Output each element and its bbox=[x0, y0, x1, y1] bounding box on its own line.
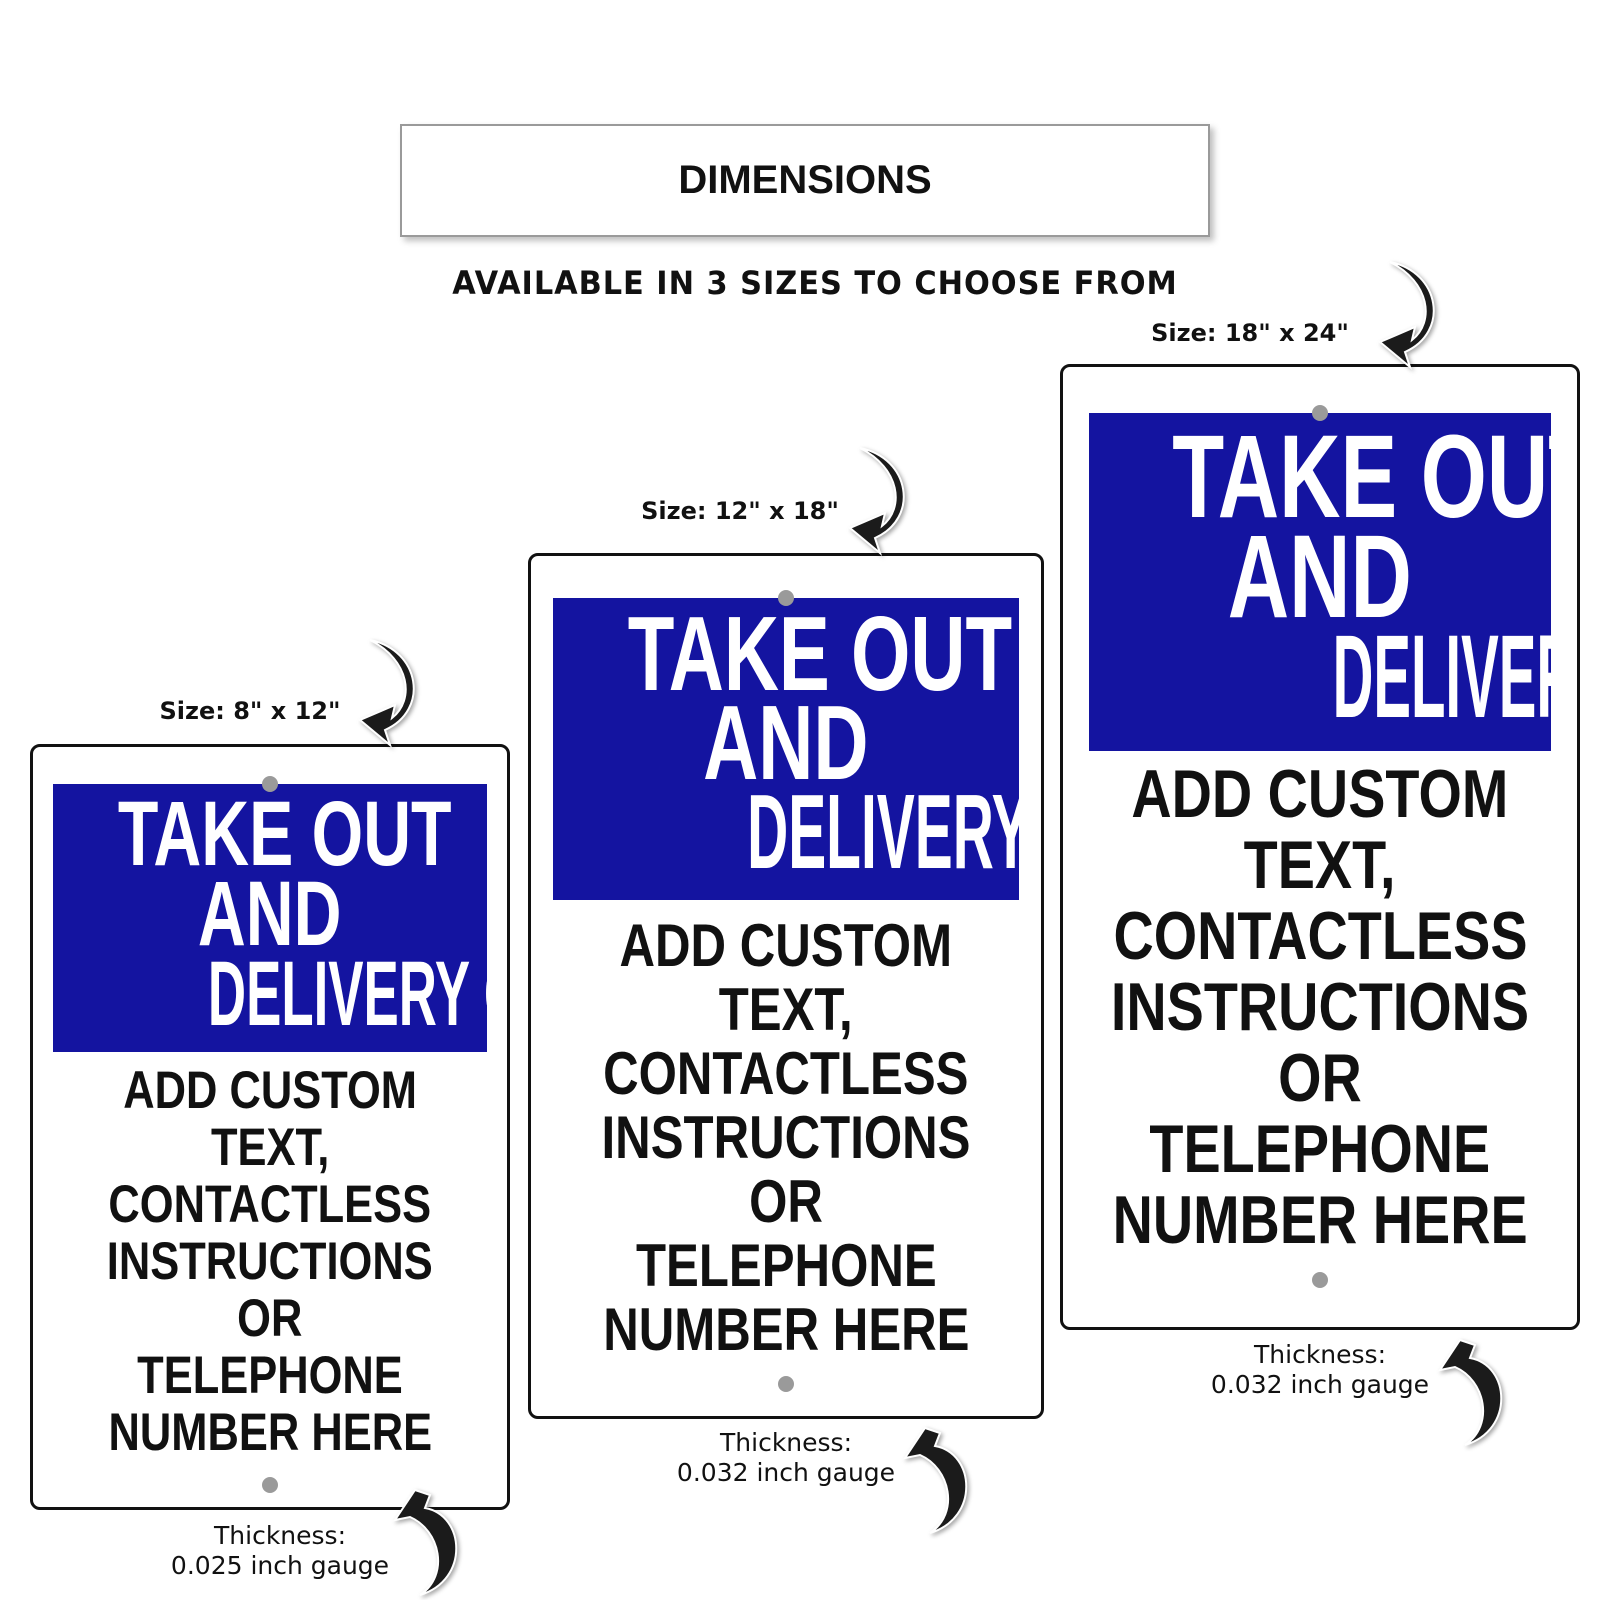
sign-body-line: INSTRUCTIONS bbox=[1110, 969, 1530, 1045]
thickness-title: Thickness: bbox=[214, 1521, 346, 1550]
sign-body-line: CONTACTLESS bbox=[1112, 898, 1528, 974]
size-curved-arrow-icon bbox=[358, 639, 415, 749]
sign-body-line: ADD CUSTOM bbox=[123, 1061, 417, 1120]
sign-title-line: DELIVERY ONLY bbox=[747, 773, 1041, 891]
sign-body-line: CONTACTLESS bbox=[603, 1040, 969, 1107]
sign-title-line: AND bbox=[703, 684, 869, 802]
sign-body-line: NUMBER HERE bbox=[108, 1403, 432, 1462]
sizes-subtitle: AVAILABLE IN 3 SIZES TO CHOOSE FROM bbox=[452, 264, 1178, 302]
size-label: Size: 8" x 12" bbox=[159, 697, 341, 725]
sign-title-line: AND bbox=[1227, 511, 1413, 643]
sign-body-line: TEXT, bbox=[210, 1118, 330, 1177]
thickness-curved-arrow-icon bbox=[1437, 1338, 1503, 1446]
sign-body-line: NUMBER HERE bbox=[602, 1296, 970, 1363]
size-label: Size: 18" x 24" bbox=[1151, 319, 1349, 347]
mounting-hole bbox=[778, 590, 794, 606]
sign-body-line: OR bbox=[1278, 1040, 1362, 1116]
thickness-title: Thickness: bbox=[720, 1428, 852, 1457]
thickness-curved-arrow-icon bbox=[392, 1488, 458, 1596]
sign-title-line: TAKE OUT bbox=[117, 783, 452, 885]
sign-title-line: TAKE OUT bbox=[627, 595, 1013, 713]
mounting-hole bbox=[262, 776, 278, 792]
size-label: Size: 12" x 18" bbox=[641, 497, 839, 525]
mounting-hole bbox=[1312, 1272, 1328, 1288]
size-curved-arrow-icon bbox=[848, 447, 905, 557]
sign-body-line: TEXT, bbox=[719, 976, 853, 1043]
thickness-value: 0.025 inch gauge bbox=[170, 1551, 390, 1580]
sign-title-line: TAKE OUT bbox=[1172, 411, 1580, 543]
thickness-value: 0.032 inch gauge bbox=[676, 1458, 896, 1487]
mounting-hole bbox=[1312, 405, 1328, 421]
sign-title-line: DELIVERY ONLY bbox=[207, 943, 507, 1045]
sign-body-line: ADD CUSTOM bbox=[1131, 756, 1509, 832]
sign-body-line: TELEPHONE bbox=[1149, 1111, 1491, 1187]
sign-body-line: CONTACTLESS bbox=[108, 1175, 432, 1234]
sign-title-line: AND bbox=[198, 863, 342, 965]
thickness-title: Thickness: bbox=[1254, 1340, 1386, 1369]
thickness-label: Thickness:0.032 inch gauge bbox=[677, 1428, 895, 1488]
sign-body-line: OR bbox=[749, 1168, 823, 1235]
thickness-label: Thickness:0.032 inch gauge bbox=[1211, 1340, 1429, 1400]
sign-body-line: TELEPHONE bbox=[137, 1346, 403, 1405]
dimensions-title: DIMENSIONS bbox=[678, 158, 932, 202]
sign-body-line: OR bbox=[237, 1289, 303, 1348]
sign-title-line: DELIVERY ONLY bbox=[1332, 611, 1577, 743]
sign-body-line: ADD CUSTOM bbox=[619, 912, 953, 979]
mounting-hole bbox=[778, 1376, 794, 1392]
sign-body-line: INSTRUCTIONS bbox=[601, 1104, 971, 1171]
thickness-value: 0.032 inch gauge bbox=[1210, 1370, 1430, 1399]
thickness-curved-arrow-icon bbox=[902, 1426, 968, 1534]
dimensions-header-box: DIMENSIONS bbox=[400, 124, 1210, 237]
size-curved-arrow-icon bbox=[1378, 261, 1435, 371]
sign-body-line: TEXT, bbox=[1244, 827, 1396, 903]
sign-body-line: NUMBER HERE bbox=[1112, 1182, 1528, 1258]
mounting-hole bbox=[262, 1477, 278, 1493]
sign-body-line: INSTRUCTIONS bbox=[107, 1232, 433, 1291]
sign-body-line: TELEPHONE bbox=[635, 1232, 937, 1299]
thickness-label: Thickness:0.025 inch gauge bbox=[171, 1521, 389, 1581]
